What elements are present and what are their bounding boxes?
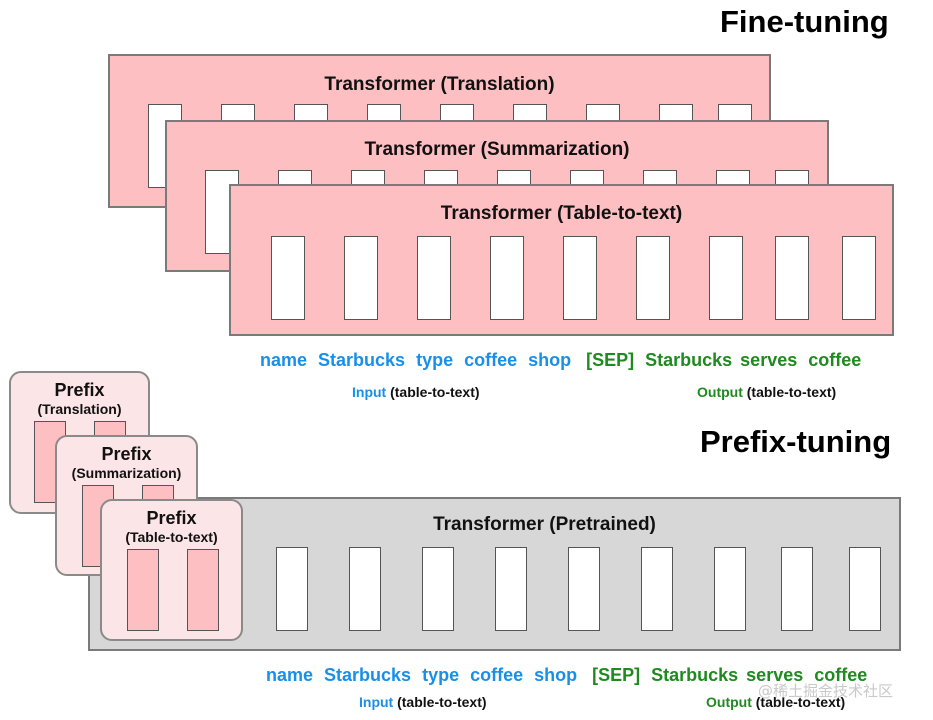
prefix-tuning-title: Prefix-tuning xyxy=(700,424,892,459)
input-token: type xyxy=(416,350,454,370)
watermark: @稀土掘金技术社区 xyxy=(758,682,894,700)
prefix-table-to-text-subtitle: (Table-to-text) xyxy=(125,529,218,545)
output-token: serves xyxy=(746,665,804,685)
token-cell xyxy=(276,547,308,631)
finetune-output-caption: Output (table-to-text) xyxy=(697,384,836,400)
token-cell xyxy=(842,236,876,320)
prefix-translation-title: Prefix xyxy=(54,380,105,400)
input-caption-detail: (table-to-text) xyxy=(390,384,480,400)
token-cell xyxy=(781,547,813,631)
output-token: serves xyxy=(740,350,798,370)
token-cell xyxy=(714,547,746,631)
token-cell xyxy=(563,236,597,320)
token-cell xyxy=(641,547,673,631)
output-caption-detail: (table-to-text) xyxy=(746,384,837,400)
fine-tuning-title: Fine-tuning xyxy=(720,4,889,39)
input-caption-detail: (table-to-text) xyxy=(397,694,487,710)
token-cell xyxy=(349,547,381,631)
output-caption-label: Output xyxy=(697,384,743,400)
token-cell xyxy=(568,547,600,631)
token-cell xyxy=(422,547,454,631)
output-token: Starbucks xyxy=(645,350,733,370)
input-token: Starbucks xyxy=(324,665,412,685)
input-token: coffee xyxy=(464,350,518,370)
prefixtune-token-sequence: name Starbucks type coffee shop [SEP] Starbuck… xyxy=(266,665,867,686)
output-caption-detail: (table-to-text) xyxy=(755,694,846,710)
token-cell xyxy=(849,547,881,631)
prefix-summarization-title: Prefix xyxy=(101,444,152,464)
prefix-translation-subtitle: (Translation) xyxy=(37,401,122,417)
transformer-translation-title: Transformer (Translation) xyxy=(324,74,555,95)
prefixtune-input-caption: Input (table-to-text) xyxy=(359,694,487,710)
input-caption-label: Input xyxy=(359,694,394,710)
input-token: coffee xyxy=(470,665,524,685)
input-token: name xyxy=(266,665,314,685)
input-token: type xyxy=(422,665,460,685)
output-token: [SEP] xyxy=(592,665,641,685)
token-cell xyxy=(417,236,451,320)
output-caption-label: Output xyxy=(706,694,752,710)
output-token: [SEP] xyxy=(586,350,635,370)
token-cell xyxy=(495,547,527,631)
input-token: shop xyxy=(528,350,572,370)
prefix-cell xyxy=(127,549,159,631)
input-token: name xyxy=(260,350,308,370)
transformer-pretrained-title: Transformer (Pretrained) xyxy=(433,514,656,535)
token-cell xyxy=(709,236,743,320)
output-token: coffee xyxy=(808,350,862,370)
transformer-summarization-title: Transformer (Summarization) xyxy=(364,139,630,160)
token-cell xyxy=(271,236,305,320)
finetune-input-caption: Input (table-to-text) xyxy=(352,384,480,400)
prefix-cell xyxy=(187,549,219,631)
output-token: Starbucks xyxy=(651,665,739,685)
transformer-table-to-text-box: Transformer (Table-to-text) xyxy=(229,184,894,336)
output-token: coffee xyxy=(814,665,868,685)
transformer-table-to-text-title: Transformer (Table-to-text) xyxy=(440,203,683,224)
token-cell xyxy=(344,236,378,320)
prefixtune-output-caption: Output (table-to-text) xyxy=(706,694,845,710)
prefix-summarization-subtitle: (Summarization) xyxy=(71,465,182,481)
finetune-token-sequence: name Starbucks type coffee shop [SEP] Starbuck… xyxy=(260,350,861,371)
token-cell xyxy=(636,236,670,320)
input-token: Starbucks xyxy=(318,350,406,370)
input-caption-label: Input xyxy=(352,384,387,400)
prefix-table-to-text-card: Prefix (Table-to-text) xyxy=(100,499,243,641)
token-cell xyxy=(490,236,524,320)
input-token: shop xyxy=(534,665,578,685)
token-cell xyxy=(775,236,809,320)
prefix-table-to-text-title: Prefix xyxy=(146,508,197,528)
